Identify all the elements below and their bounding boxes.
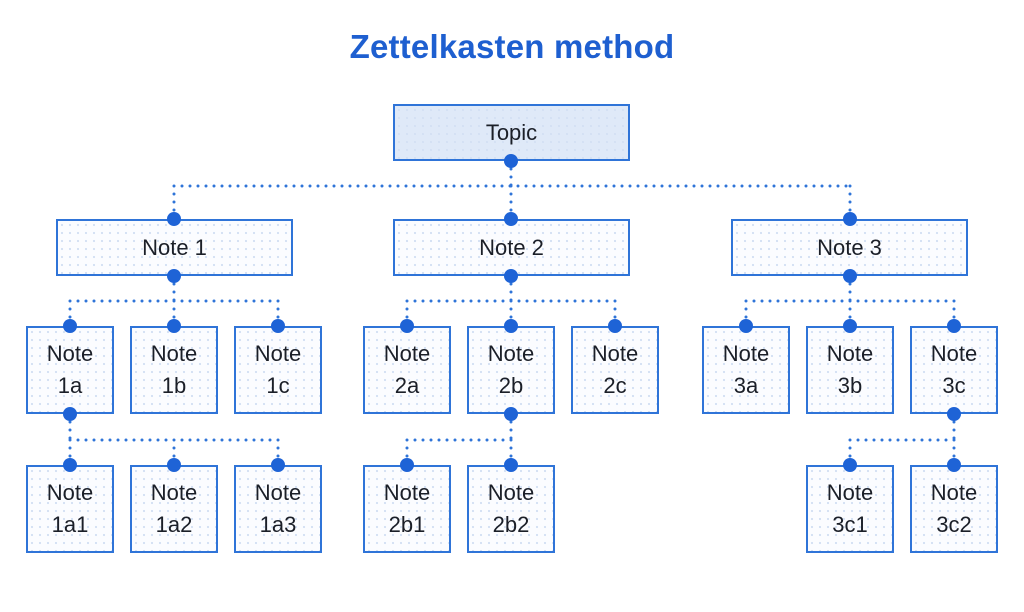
- node-note-2b2: Note 2b2: [467, 465, 555, 553]
- diagram-title: Zettelkasten method: [349, 28, 675, 65]
- node-note-1a3-label: Note 1a3: [254, 480, 302, 537]
- node-note-3-label: Note 3: [817, 234, 882, 260]
- node-topic: Topic: [393, 104, 630, 161]
- node-note-2b1: Note 2b1: [363, 465, 451, 553]
- node-note-3c1-label: Note 3c1: [826, 480, 874, 537]
- node-note-3: Note 3: [731, 219, 968, 276]
- connector-note2: [405, 274, 617, 327]
- node-note-3b: Note 3b: [806, 326, 894, 414]
- node-note-1b: Note 1b: [130, 326, 218, 414]
- node-note-2b2-label: Note 2b2: [487, 480, 535, 537]
- connector-note2b: [405, 412, 513, 466]
- node-note-3c1: Note 3c1: [806, 465, 894, 553]
- node-note-3c2-label: Note 3c2: [930, 480, 978, 537]
- node-note-2b1-label: Note 2b1: [383, 480, 431, 537]
- node-note-2: Note 2: [393, 219, 630, 276]
- node-topic-label: Topic: [485, 119, 538, 145]
- node-note-2a-label: Note 2a: [383, 341, 431, 398]
- node-note-3c-label: Note 3c: [930, 341, 978, 398]
- node-note-3b-label: Note 3b: [826, 341, 874, 398]
- node-note-1a1: Note 1a1: [26, 465, 114, 553]
- node-note-1c: Note 1c: [234, 326, 322, 414]
- node-note-1c-label: Note 1c: [254, 341, 302, 398]
- node-note-3c: Note 3c: [910, 326, 998, 414]
- node-note-3a-label: Note 3a: [722, 341, 770, 398]
- connector-note3c: [848, 412, 956, 466]
- node-note-2-label: Note 2: [479, 234, 544, 260]
- node-note-1: Note 1: [56, 219, 293, 276]
- node-note-1a3: Note 1a3: [234, 465, 322, 553]
- node-note-3a: Note 3a: [702, 326, 790, 414]
- connector-topic: [172, 159, 852, 220]
- node-note-3c2: Note 3c2: [910, 465, 998, 553]
- node-note-2a: Note 2a: [363, 326, 451, 414]
- node-note-2b: Note 2b: [467, 326, 555, 414]
- node-note-1a1-label: Note 1a1: [46, 480, 94, 537]
- node-note-1a-label: Note 1a: [46, 341, 94, 398]
- node-note-2c-label: Note 2c: [591, 341, 639, 398]
- connector-note1: [68, 274, 280, 327]
- node-note-1a2: Note 1a2: [130, 465, 218, 553]
- connector-note3: [744, 274, 956, 327]
- node-note-1a2-label: Note 1a2: [150, 480, 198, 537]
- node-note-1-label: Note 1: [142, 234, 207, 260]
- node-note-2b-label: Note 2b: [487, 341, 535, 398]
- connector-note1a: [68, 412, 280, 466]
- node-note-1b-label: Note 1b: [150, 341, 198, 398]
- node-note-2c: Note 2c: [571, 326, 659, 414]
- node-note-1a: Note 1a: [26, 326, 114, 414]
